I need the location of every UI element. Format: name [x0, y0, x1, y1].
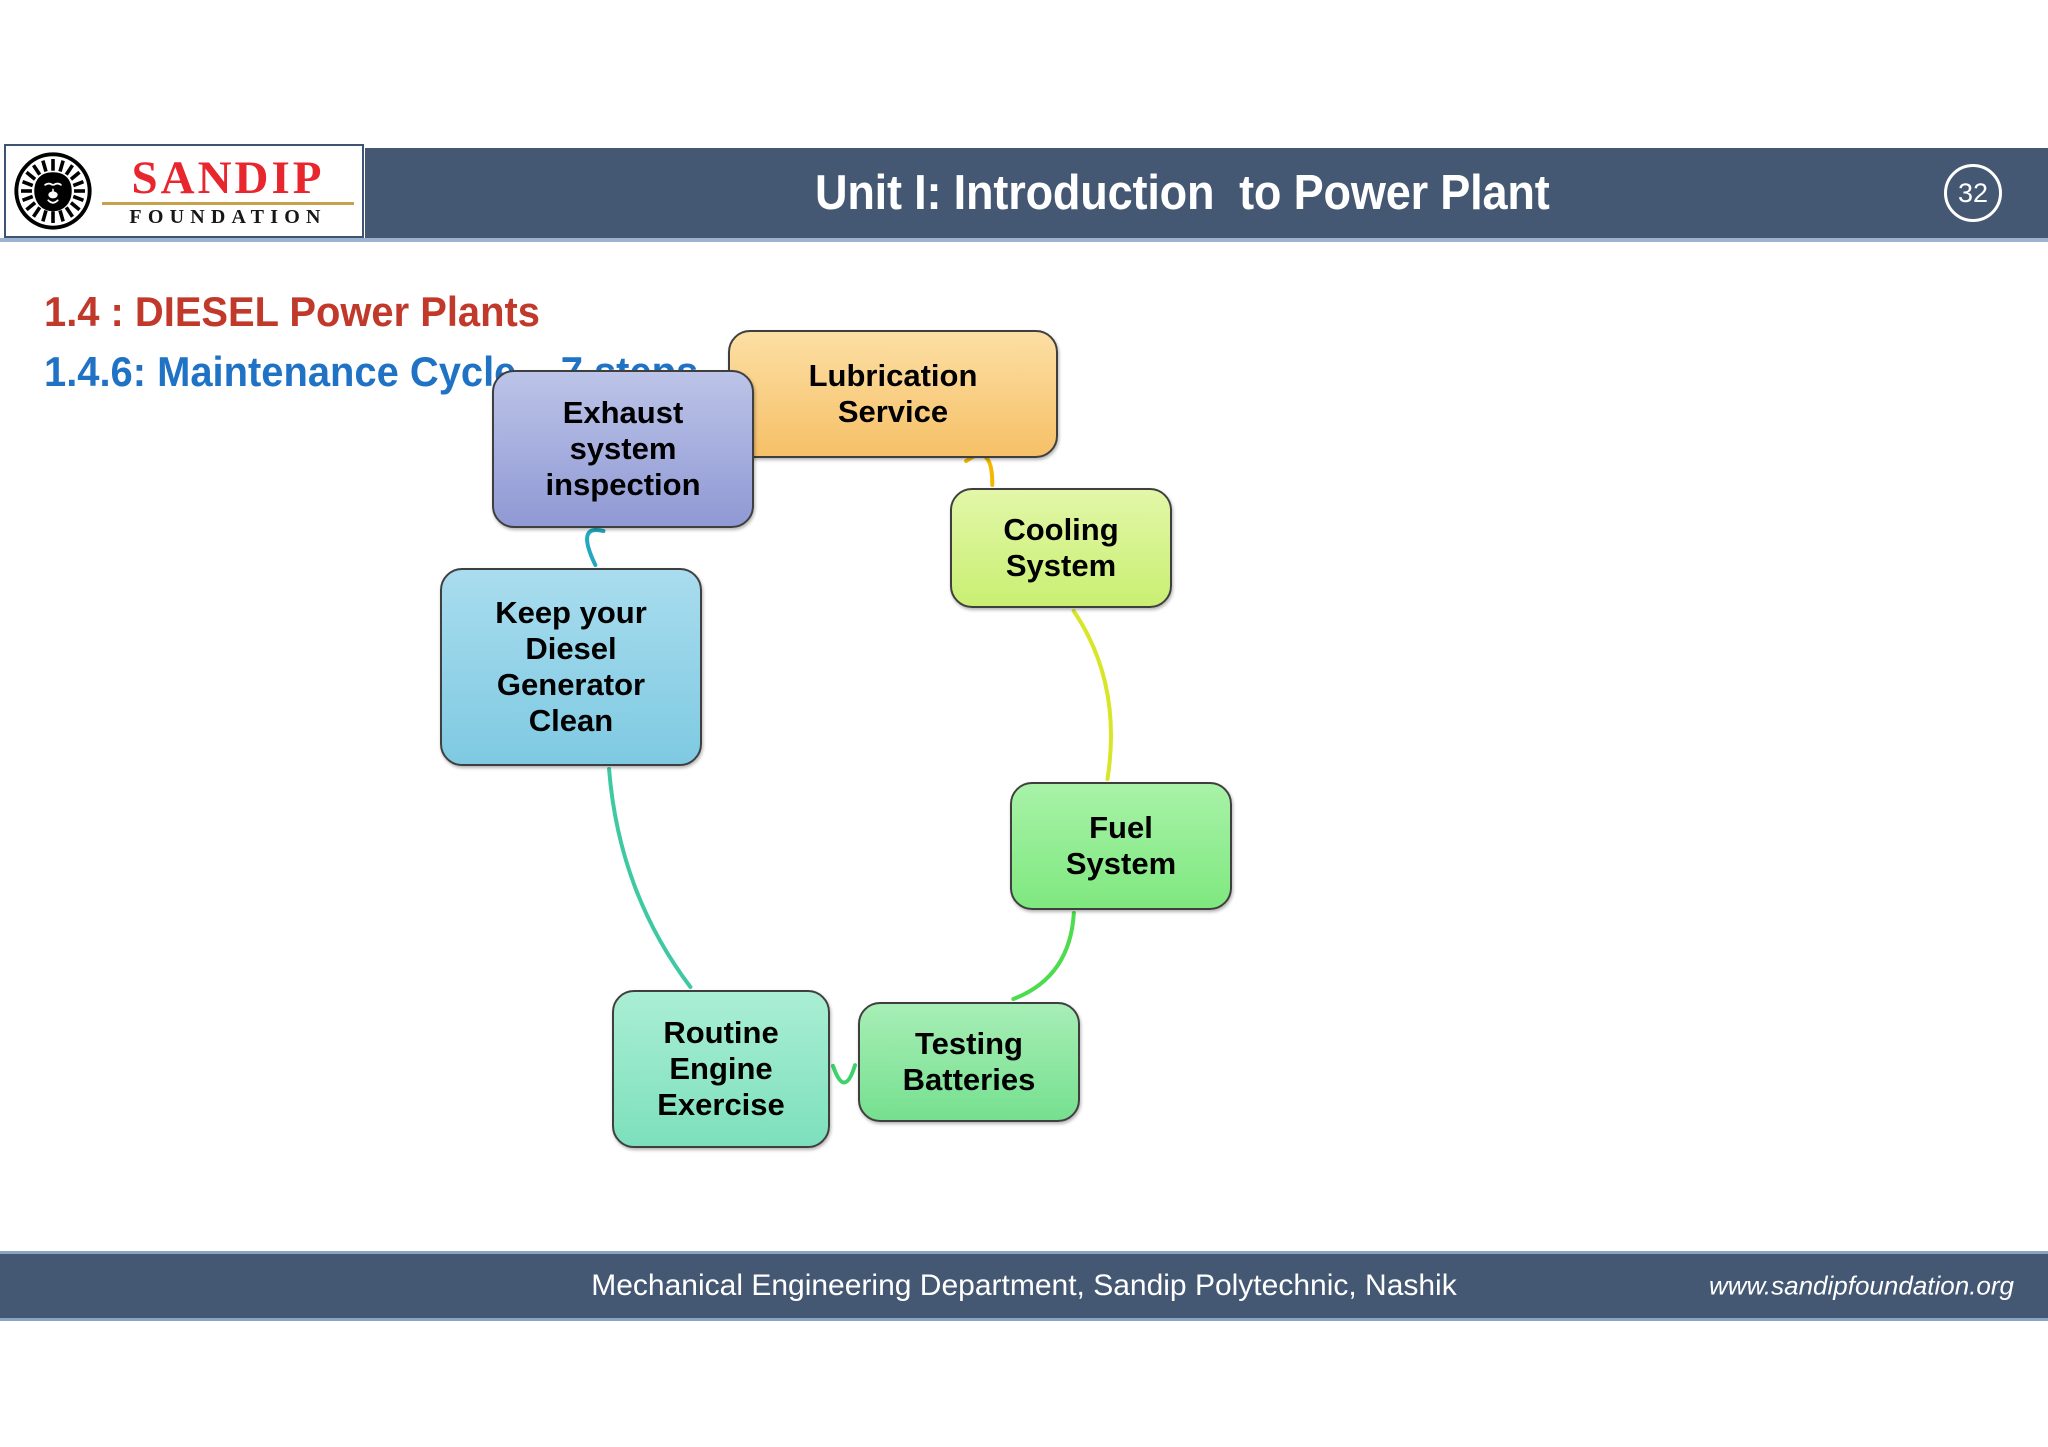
header-underline-divider: [0, 238, 2048, 242]
cycle-node-fuel-system[interactable]: Fuel System: [1010, 782, 1232, 910]
cycle-node-label: Testing Batteries: [902, 1026, 1036, 1097]
cycle-connector-fuel-system-to-testing-batteries: [1011, 911, 1076, 1001]
cycle-connector-cooling-system-to-fuel-system: [1071, 609, 1113, 781]
cycle-node-label: Lubrication Service: [808, 358, 978, 429]
brand-secondary-text: FOUNDATION: [129, 206, 327, 229]
cycle-node-exhaust-system-inspection[interactable]: Exhaust system inspection: [492, 370, 754, 528]
cycle-node-label: Fuel System: [1065, 810, 1177, 881]
cycle-node-label: Keep your Diesel Generator Clean: [495, 595, 647, 738]
cycle-node-cooling-system[interactable]: Cooling System: [950, 488, 1172, 608]
cycle-connector-testing-batteries-to-routine-engine-exercise: [831, 1063, 857, 1085]
footer-website-url[interactable]: www.sandipfoundation.org: [1709, 1270, 2014, 1301]
cycle-connector-lubrication-service-to-cooling-system: [964, 453, 995, 487]
cycle-node-label: Exhaust system inspection: [545, 395, 701, 502]
brand-logo: SANDIP FOUNDATION: [4, 144, 364, 238]
footer-department-text: Mechanical Engineering Department, Sandi…: [591, 1269, 1457, 1302]
cycle-node-testing-batteries[interactable]: Testing Batteries: [858, 1002, 1080, 1122]
cycle-node-label: Cooling System: [1003, 512, 1119, 583]
cycle-node-keep-diesel-generator-clean[interactable]: Keep your Diesel Generator Clean: [440, 568, 702, 766]
brand-divider-rule: [102, 202, 354, 206]
cycle-node-lubrication-service[interactable]: Lubrication Service: [728, 330, 1058, 458]
footer-band: Mechanical Engineering Department, Sandi…: [0, 1251, 2048, 1321]
brand-primary-text: SANDIP: [131, 151, 325, 204]
cycle-connector-keep-diesel-generator-clean-to-exhaust-system-inspection: [585, 527, 606, 567]
lion-emblem-icon: [14, 152, 92, 230]
cycle-node-label: Routine Engine Exercise: [657, 1015, 785, 1122]
cycle-node-routine-engine-exercise[interactable]: Routine Engine Exercise: [612, 990, 830, 1148]
page-title: Unit I: Introduction to Power Plant: [815, 166, 1550, 220]
page-number-badge: 32: [1944, 164, 2002, 222]
cycle-connector-routine-engine-exercise-to-keep-diesel-generator-clean: [607, 767, 693, 989]
header-band: Unit I: Introduction to Power Plant 32: [365, 148, 2048, 238]
section-heading-primary: 1.4 : DIESEL Power Plants: [44, 288, 540, 335]
brand-wordmark: SANDIP FOUNDATION: [102, 151, 362, 229]
